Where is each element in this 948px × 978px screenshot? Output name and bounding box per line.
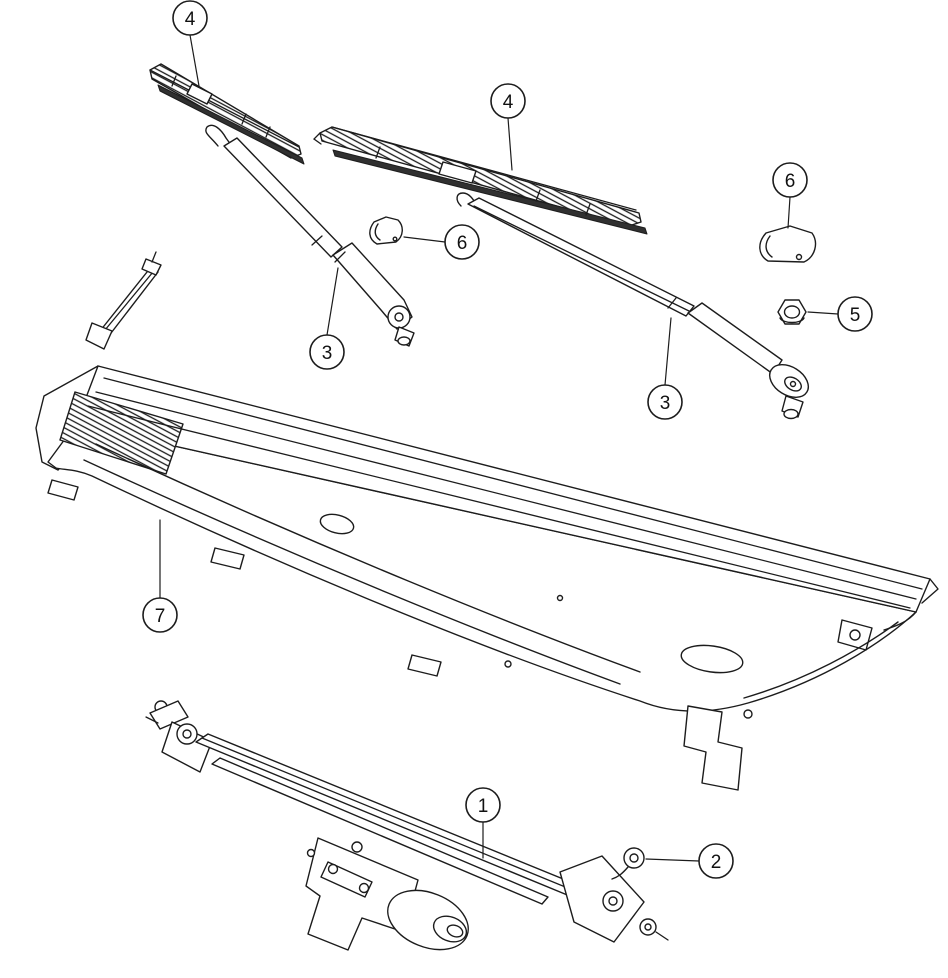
callout-leader bbox=[664, 317, 672, 386]
blade-left-bracket bbox=[186, 83, 213, 105]
callout-leader bbox=[189, 34, 200, 87]
callout-leader bbox=[326, 267, 339, 336]
callout-number: 4 bbox=[503, 92, 514, 113]
callout-circle bbox=[772, 162, 808, 198]
callout-leader bbox=[787, 196, 791, 229]
callout-number: 4 bbox=[185, 9, 196, 30]
callout-circle bbox=[698, 843, 734, 879]
callout-number: 7 bbox=[155, 606, 166, 627]
callout-circle bbox=[837, 296, 873, 332]
callout-blade-left: 4 bbox=[172, 0, 208, 87]
callout-circle bbox=[490, 83, 526, 119]
wiper-blade-right-drawing bbox=[312, 126, 648, 235]
callout-number: 6 bbox=[457, 233, 468, 254]
callout-leader bbox=[807, 311, 839, 315]
pivot-cap-left-drawing bbox=[369, 216, 403, 245]
pivot-cap-right-drawing bbox=[759, 225, 817, 263]
callout-blade-right: 4 bbox=[490, 83, 526, 171]
wiper-motor-linkage-drawing bbox=[145, 700, 669, 951]
callout-number: 1 bbox=[478, 796, 489, 817]
callout-cap-left: 6 bbox=[403, 224, 480, 260]
callout-arm-right: 3 bbox=[647, 317, 683, 420]
callout-circle bbox=[172, 0, 208, 36]
callout-circle bbox=[647, 384, 683, 420]
callout-number: 3 bbox=[322, 343, 333, 364]
callout-screw: 2 bbox=[645, 843, 734, 879]
callout-circle bbox=[444, 224, 480, 260]
callout-circle bbox=[142, 597, 178, 633]
callout-arm-left: 3 bbox=[309, 267, 345, 370]
blade-right-bracket bbox=[438, 161, 477, 184]
callout-number: 5 bbox=[850, 305, 861, 326]
wiper-arm-right-drawing bbox=[456, 192, 809, 420]
wiper-blade-left-drawing bbox=[149, 63, 305, 165]
callout-circle bbox=[465, 787, 501, 823]
pivot-nut-drawing bbox=[777, 299, 807, 325]
cowl-panel-drawing bbox=[35, 251, 939, 791]
callout-number: 3 bbox=[660, 393, 671, 414]
callout-number: 6 bbox=[785, 171, 796, 192]
callout-number: 2 bbox=[711, 852, 722, 873]
callout-cap-right: 6 bbox=[772, 162, 808, 229]
callout-leader bbox=[507, 117, 513, 171]
callout-nut: 5 bbox=[807, 296, 873, 332]
callout-linkage: 1 bbox=[465, 787, 501, 859]
wiper-arm-left-drawing bbox=[205, 124, 415, 347]
callout-leader bbox=[645, 858, 700, 862]
callout-cowl: 7 bbox=[142, 519, 178, 633]
callout-circle bbox=[309, 334, 345, 370]
callout-leader bbox=[403, 236, 446, 243]
mounting-screw-drawing bbox=[611, 847, 645, 880]
